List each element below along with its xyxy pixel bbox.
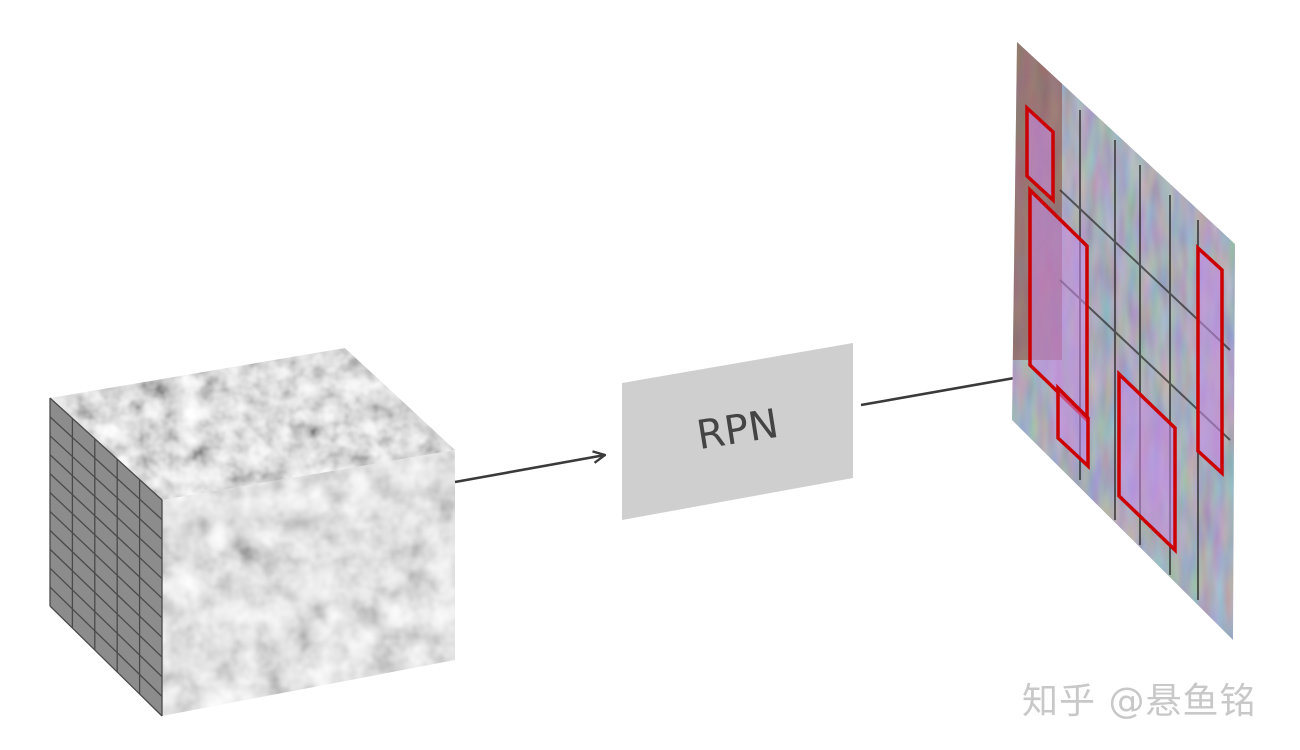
- feature-map-cube: [49, 348, 455, 717]
- region-proposals: [1025, 104, 1224, 555]
- proposal-box-1: [1025, 104, 1055, 204]
- rpn-box: RPN: [622, 343, 853, 520]
- watermark: 知乎 @悬鱼铭: [1022, 681, 1257, 722]
- proposal-box-3: [1056, 383, 1090, 471]
- cube-side-face: [50, 398, 162, 716]
- proposal-image: [1012, 42, 1235, 640]
- proposal-box-4: [1117, 369, 1177, 555]
- cube-side-grid: [49, 397, 163, 717]
- arrow-to-rpn: [454, 455, 605, 484]
- proposal-box-5: [1196, 244, 1224, 477]
- rpn-box-shape: [622, 343, 853, 520]
